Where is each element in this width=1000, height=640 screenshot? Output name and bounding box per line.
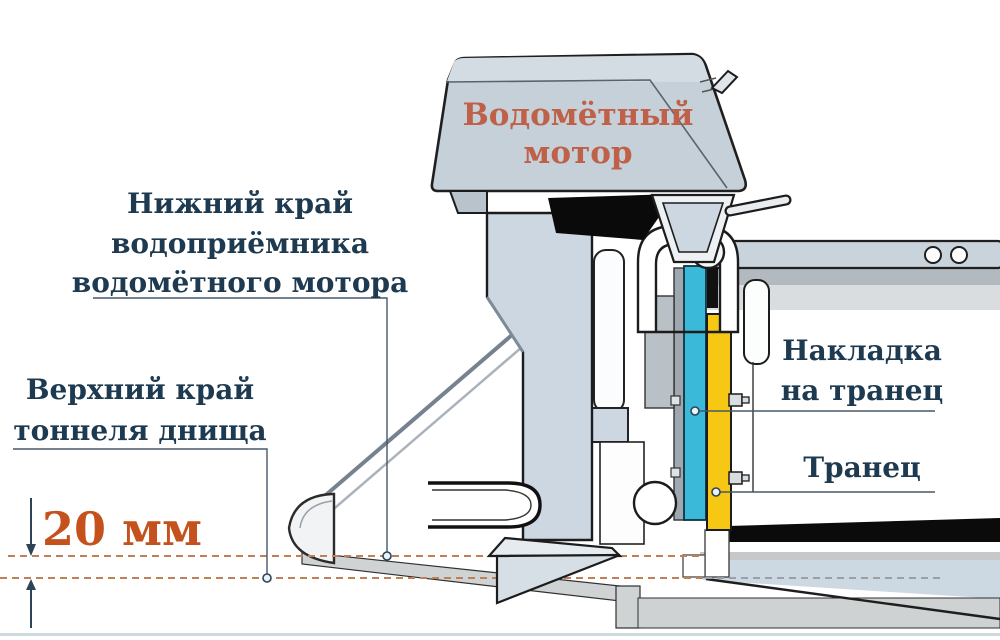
hull-keel-line [705, 577, 1000, 621]
rail-hole-icon [950, 246, 968, 264]
tunnel-nose [287, 492, 336, 565]
image-bottom-rule [0, 633, 1000, 636]
leader-dot [382, 551, 392, 561]
leader-intake-edge [93, 297, 388, 552]
transom-bolt [728, 393, 750, 407]
transom-bolt [728, 471, 750, 485]
motor-label-line1: Водомётный [463, 97, 694, 133]
hull-bottom-right [637, 597, 1000, 629]
pad-bolt [670, 395, 681, 406]
under-cowl-housing [548, 194, 675, 240]
clamp-screw-block [707, 268, 718, 308]
rail-hole-icon [924, 246, 942, 264]
hull-bottom-band [700, 552, 1000, 560]
leader-dot [690, 406, 700, 416]
intake-label-line1: Нижний край [127, 187, 353, 220]
tunnel-label-line1: Верхний край [26, 373, 254, 406]
cowling-seam [445, 79, 728, 189]
leader-dot [711, 487, 721, 497]
cowling-top-highlight [447, 55, 710, 82]
tunnel-label-line2: тоннеля днища [13, 414, 266, 447]
pad-bolt [670, 467, 681, 478]
latch-horn-icon [710, 69, 739, 95]
transom-label: Транец [803, 451, 921, 484]
jet-motor [428, 52, 792, 605]
pad-label-line1: Накладка [782, 334, 942, 367]
skeg-fin [495, 553, 621, 605]
cowling-flange [448, 190, 488, 214]
steering-rod [726, 196, 790, 215]
tilt-bracket-arm [743, 279, 770, 365]
intake-tube-inner [432, 489, 532, 521]
transom-yellow [706, 313, 732, 531]
horn-link [699, 77, 717, 83]
tunnel-nose-shading [299, 500, 333, 529]
arrow-up-icon [26, 579, 36, 590]
text-labels: Водомётный мотор Нижний край водоприёмни… [13, 97, 943, 556]
tilt-pin-circle [632, 480, 678, 526]
swivel-bracket-column [593, 249, 625, 413]
motor-label-line2: мотор [523, 135, 632, 171]
annotations [13, 297, 935, 628]
intake-label-line2: водоприёмника [111, 227, 369, 260]
intake-tube [428, 481, 542, 529]
transom-lower-step [682, 554, 706, 578]
leader-dot [262, 573, 272, 583]
arrow-down-icon [26, 544, 36, 556]
steering-bracket-inner [661, 202, 725, 253]
hull-bottom-panel [703, 560, 1000, 599]
pad-label-line2: на транец [781, 374, 943, 407]
leader-tunnel-edge [13, 448, 268, 574]
motor-leg-bevel [485, 296, 525, 353]
transom-lower-box [704, 529, 730, 578]
hull-step [615, 585, 641, 629]
dimension-label: 20 мм [42, 502, 202, 556]
transom-pad-cyan [683, 265, 707, 521]
hull-inner-band-dark [700, 268, 1000, 285]
hull-floor-plate [728, 518, 1000, 542]
intake-label-line3: водомётного мотора [72, 266, 408, 299]
